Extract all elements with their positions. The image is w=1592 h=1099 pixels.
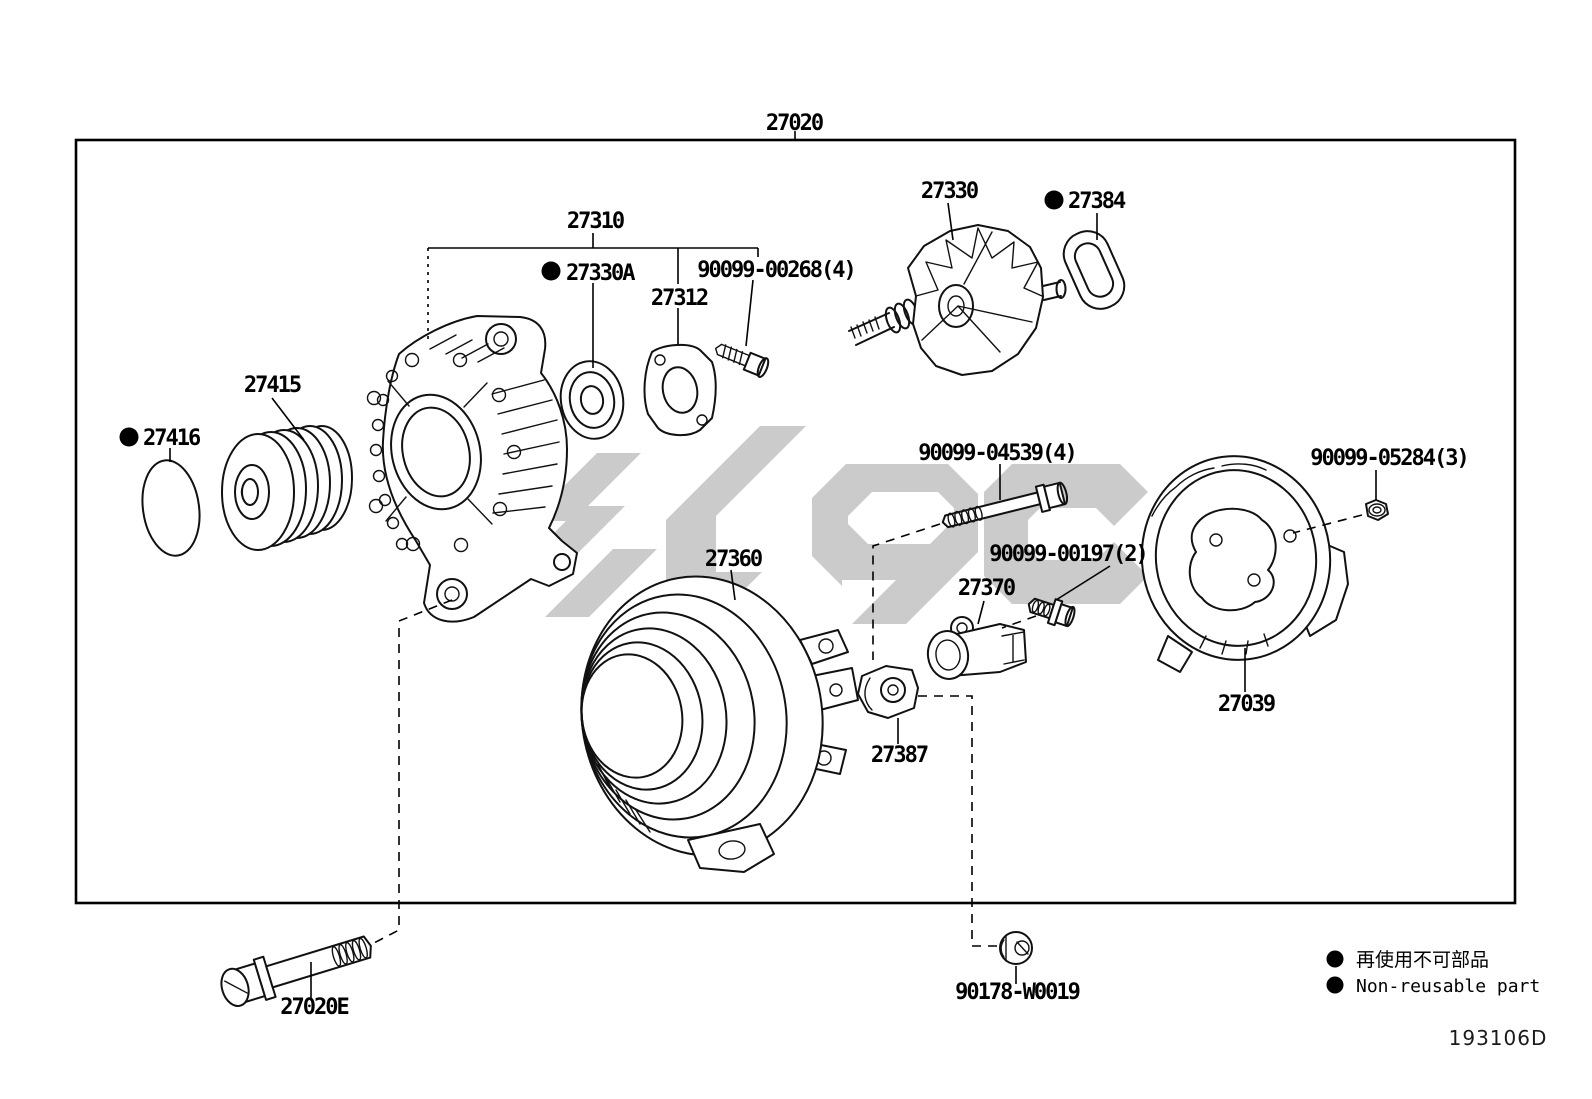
part-drawing-w0019-nut — [999, 931, 1033, 965]
part-label-90099-00268: 90099-00268(4) — [697, 258, 854, 283]
part-drawing-27039-cover — [1140, 455, 1349, 673]
part-drawing-cover-nut — [1365, 499, 1389, 521]
part-label-27416: 27416 — [143, 426, 201, 451]
part-label-27387: 27387 — [871, 743, 928, 768]
part-label-90099-00197: 90099-00197(2) — [989, 542, 1146, 567]
part-label-90178-w0019: 90178-W0019 — [955, 980, 1079, 1005]
leader-lines — [169, 131, 1377, 1000]
part-drawing-27330-rotor — [848, 224, 1067, 376]
part-label-27330: 27330 — [921, 179, 978, 204]
part-drawing-27387-insulator — [857, 665, 919, 719]
part-drawing-cover-screw — [1027, 597, 1076, 628]
part-drawing-27416-cap — [141, 459, 201, 557]
part-label-27020e: 27020E — [280, 995, 348, 1020]
part-drawing-27384-seal — [1062, 230, 1126, 310]
part-drawing-through-bolt — [941, 481, 1069, 529]
part-label-90099-05284: 90099-05284(3) — [1310, 446, 1467, 471]
part-drawing-27330a-bearing — [559, 360, 625, 440]
legend-dot — [1326, 976, 1344, 994]
part-label-27415: 27415 — [244, 373, 301, 398]
part-label-27312: 27312 — [651, 286, 708, 311]
non-reusable-dot — [1044, 190, 1064, 210]
legend-text-jp: 再使用不可部品 — [1356, 949, 1489, 971]
part-drawing-27020e-bolt — [220, 935, 372, 1007]
part-drawing-bearing-screw — [714, 343, 770, 378]
part-label-27310: 27310 — [567, 209, 624, 234]
part-drawing-27312-retainer — [643, 344, 717, 436]
part-label-27020: 27020 — [766, 111, 823, 136]
part-drawing-27415-pulley — [221, 425, 353, 551]
part-drawing-drive-end-frame — [366, 315, 578, 623]
part-label-27384: 27384 — [1068, 189, 1126, 214]
legend: 再使用不可部品 Non-reusable part — [1326, 949, 1540, 997]
legend-dot — [1326, 950, 1344, 968]
part-labels: 27020 27310 27330A 90099-00268(4) 27312 … — [119, 111, 1470, 1020]
non-reusable-dot — [541, 261, 561, 281]
part-label-27360: 27360 — [705, 547, 762, 572]
assembly-dashed-lines — [371, 514, 1363, 947]
part-drawing-27370 — [926, 616, 1027, 680]
non-reusable-dot — [119, 427, 139, 447]
legend-text-en: Non-reusable part — [1356, 976, 1540, 997]
part-label-27370: 27370 — [958, 576, 1015, 601]
part-label-90099-04539: 90099-04539(4) — [918, 441, 1075, 466]
drawing-code: 193106D — [1449, 1026, 1548, 1050]
part-label-27330a: 27330A — [566, 261, 635, 286]
part-drawing-27360-stator — [580, 575, 859, 873]
part-label-27039: 27039 — [1218, 692, 1275, 717]
